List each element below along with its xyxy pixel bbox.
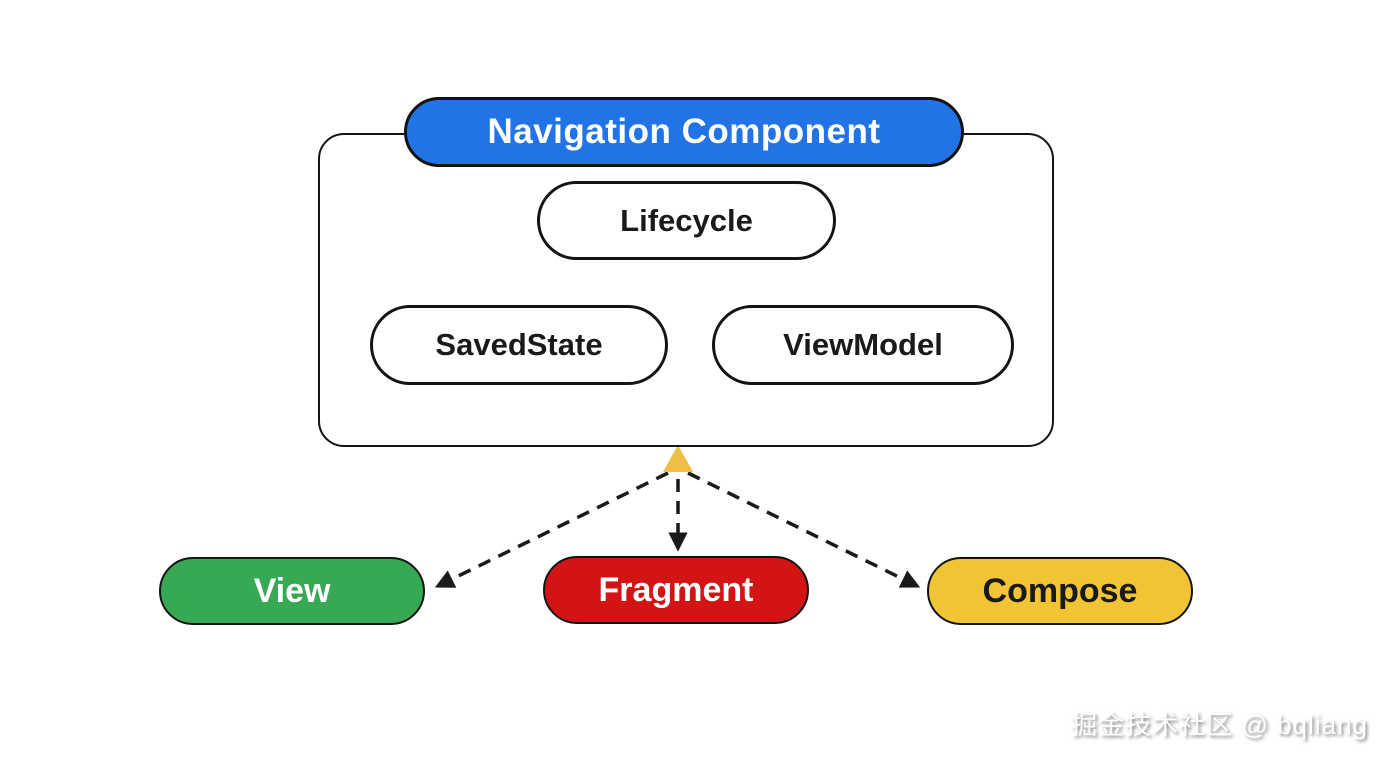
compose-label: Compose — [982, 571, 1138, 610]
watermark: 掘金技术社区 @ bqliang — [1071, 710, 1368, 740]
navigation-component-label: Navigation Component — [487, 112, 881, 151]
up-arrowhead-icon — [663, 445, 693, 472]
view-label: View — [253, 571, 331, 610]
fragment-pill: Fragment — [543, 556, 809, 624]
savedstate-pill: SavedState — [370, 305, 668, 385]
view-pill: View — [159, 557, 425, 625]
viewmodel-pill: ViewModel — [712, 305, 1014, 385]
lifecycle-label: Lifecycle — [620, 202, 753, 238]
fragment-label: Fragment — [598, 570, 754, 609]
navigation-component-pill: Navigation Component — [404, 97, 964, 167]
lifecycle-pill: Lifecycle — [537, 181, 836, 260]
savedstate-label: SavedState — [435, 327, 603, 362]
viewmodel-label: ViewModel — [783, 327, 943, 362]
compose-pill: Compose — [927, 557, 1193, 625]
